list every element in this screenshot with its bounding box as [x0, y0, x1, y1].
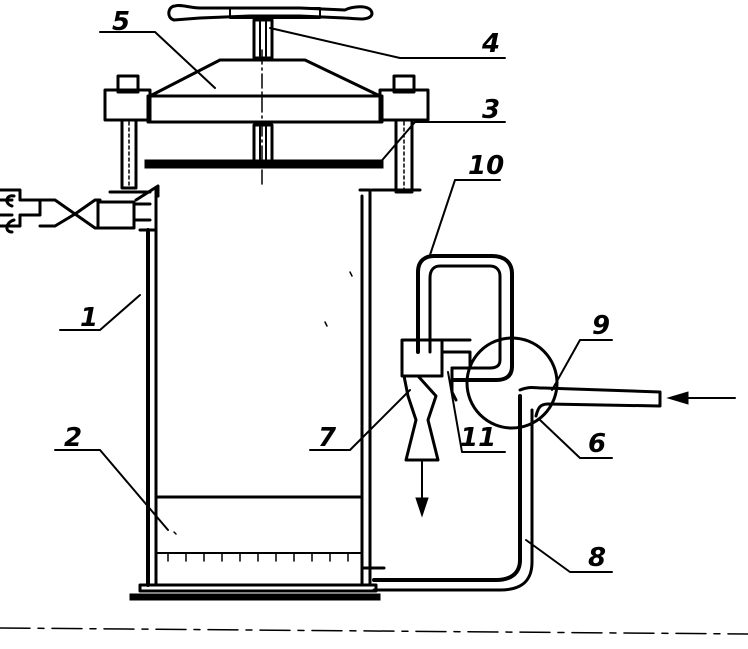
- leader-lines: [54, 27, 613, 573]
- left-clamp-bolt: [103, 74, 152, 190]
- feed-pipe: [518, 386, 736, 418]
- filter-bottom: [129, 495, 381, 601]
- scan-border: [0, 627, 748, 635]
- lid: [146, 49, 384, 186]
- callout-1: 1: [80, 303, 98, 333]
- vessel-body: [134, 184, 422, 587]
- callout-10: 10: [468, 151, 504, 181]
- gasket: [144, 159, 384, 169]
- callout-11: 11: [460, 423, 496, 453]
- handwheel: [167, 3, 374, 22]
- callout-labels: 1 2 3 4 5 6 7 8 9 10 11: [64, 7, 610, 573]
- callout-7: 7: [318, 423, 337, 453]
- screw-stem: [252, 18, 274, 165]
- callout-3: 3: [482, 95, 500, 125]
- callout-8: 8: [588, 543, 606, 573]
- return-line: [362, 394, 534, 592]
- callout-5: 5: [112, 7, 130, 37]
- inlet-valve: [0, 188, 152, 234]
- callout-4: 4: [481, 29, 500, 59]
- callout-9: 9: [592, 311, 610, 341]
- ejector-nozzle: [400, 338, 444, 518]
- callout-2: 2: [64, 423, 82, 453]
- outlet-pipe: [440, 350, 472, 402]
- siphon-loop: [416, 254, 514, 382]
- callout-6: 6: [588, 429, 606, 459]
